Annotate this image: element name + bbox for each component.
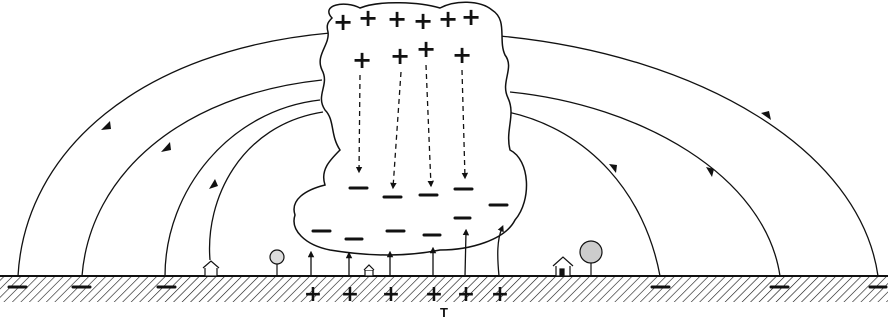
positive-charge: + [390, 42, 410, 70]
house-icon [553, 257, 573, 276]
positive-charge: + [425, 282, 443, 307]
field-line-left-3 [165, 100, 320, 276]
ground [0, 276, 888, 302]
positive-charge: + [438, 5, 458, 33]
positive-charge: + [413, 7, 433, 35]
arrow-mark [101, 121, 111, 130]
arrow-mark [161, 142, 171, 152]
positive-charge: + [491, 282, 509, 307]
figure-caption: T [0, 305, 888, 320]
positive-charge: + [461, 3, 481, 31]
cloud-icon [294, 2, 526, 255]
house-icon [203, 261, 219, 276]
field-line-right-2 [510, 92, 780, 276]
field-line-right-outer [500, 36, 878, 276]
positive-charge: + [382, 282, 400, 307]
ground-hatch-icon [0, 276, 888, 302]
tree-icon [580, 241, 602, 276]
field-line-left-2 [82, 80, 322, 276]
positive-charge: + [333, 8, 353, 36]
positive-charge: + [416, 35, 436, 63]
tree-icon [270, 250, 284, 276]
arrow-mark [209, 179, 218, 189]
house-icon [364, 265, 374, 276]
positive-charge: + [341, 282, 359, 307]
positive-charge: + [304, 282, 322, 307]
positive-charge: + [457, 282, 475, 307]
positive-charge: + [352, 46, 372, 74]
positive-charge: + [358, 4, 378, 32]
positive-charge: + [452, 41, 472, 69]
positive-charge: + [387, 5, 407, 33]
field-line-left-outer [18, 33, 330, 276]
